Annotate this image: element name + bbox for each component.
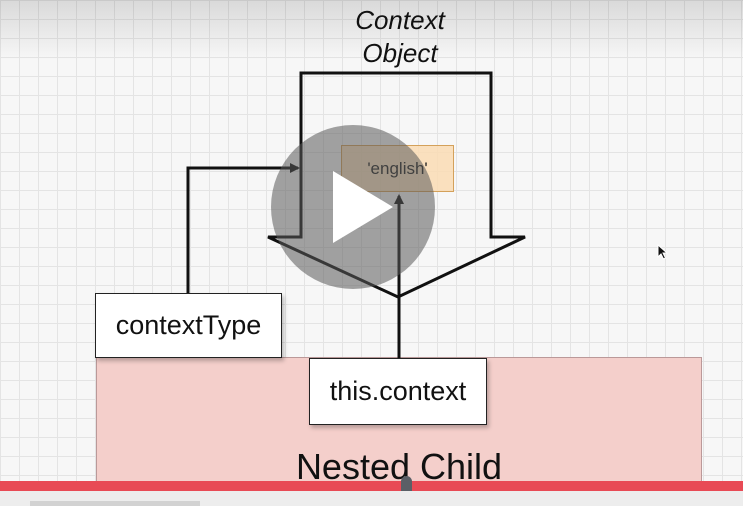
context-type-box: contextType <box>95 293 282 358</box>
mouse-cursor-icon <box>657 244 669 260</box>
progress-handle[interactable] <box>401 476 412 498</box>
nested-child-label: Nested Child <box>295 446 503 487</box>
progress-bar[interactable] <box>0 481 743 491</box>
context-object-title-line1: Context <box>355 5 445 35</box>
context-type-connector <box>186 163 300 293</box>
play-icon <box>333 171 393 243</box>
this-context-box: this.context <box>309 358 487 425</box>
context-object-title-line2: Object <box>362 38 438 68</box>
context-object-title: Context Object <box>320 4 480 70</box>
top-gradient <box>0 0 743 60</box>
player-secondary-track <box>30 501 200 506</box>
play-button[interactable] <box>271 125 435 289</box>
